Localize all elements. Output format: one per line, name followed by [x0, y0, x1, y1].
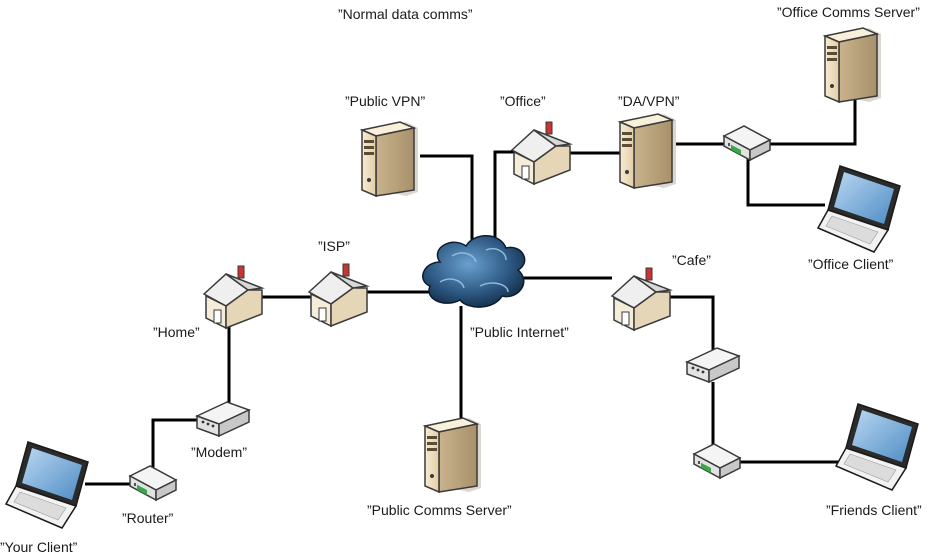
router-icon	[723, 125, 771, 161]
router-icon	[693, 443, 741, 479]
house-icon	[611, 267, 671, 331]
da-vpn-label: ”DA/VPN”	[618, 93, 680, 109]
modem-label: ”Modem”	[191, 444, 248, 460]
public-comms-server-label: ”Public Comms Server”	[367, 502, 512, 518]
home-label: ”Home”	[153, 324, 200, 340]
router-icon	[129, 465, 177, 501]
cafe-label: ”Cafe”	[672, 252, 711, 268]
server-icon	[361, 121, 419, 197]
connections	[85, 96, 857, 486]
server-icon	[424, 417, 482, 493]
office-label: ”Office”	[500, 93, 546, 109]
office-comms-server-label: ”Office Comms Server”	[777, 4, 920, 20]
house-icon	[203, 265, 263, 329]
cloud-icon	[422, 235, 526, 308]
house-icon	[308, 263, 368, 327]
modem-icon	[196, 401, 250, 437]
link-office	[493, 150, 520, 250]
diagram-title: ”Normal data comms”	[338, 6, 473, 22]
server-icon	[824, 27, 882, 103]
server-icon	[619, 113, 677, 189]
your-client-label: ”Your Client”	[0, 539, 78, 555]
house-icon	[511, 121, 571, 185]
office-client-label: ”Office Client”	[808, 256, 894, 272]
laptop-icon	[817, 165, 901, 253]
link-public-vpn	[420, 154, 474, 258]
modem-icon	[686, 347, 740, 383]
link-router-officeclient	[746, 158, 825, 207]
router-label: ”Router”	[122, 510, 174, 526]
isp-label: ”ISP”	[318, 238, 350, 254]
public-internet-label: ”Public Internet”	[470, 324, 569, 340]
laptop-icon	[835, 403, 919, 491]
friends-client-label: ”Friends Client”	[826, 502, 922, 518]
laptop-icon	[5, 441, 89, 529]
public-vpn-label: ”Public VPN”	[345, 93, 426, 109]
link-cafe-modem	[666, 295, 715, 358]
link-router-officeserver	[760, 96, 857, 146]
link-modem-router-home	[151, 418, 205, 470]
